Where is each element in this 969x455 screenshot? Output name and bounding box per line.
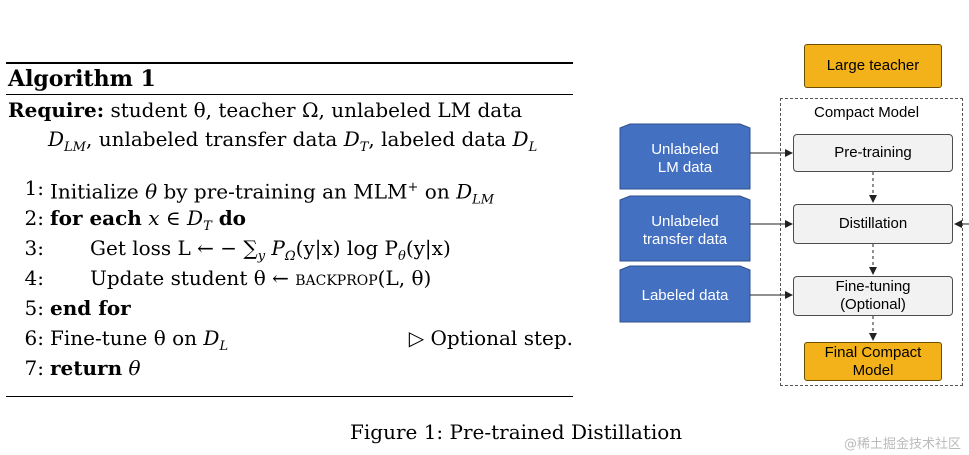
compact-model-label: Compact Model	[814, 104, 920, 121]
algorithm-block: Algorithm 1 Require: student θ, teacher …	[6, 62, 573, 397]
algorithm-title: Algorithm 1	[8, 66, 156, 92]
watermark: @稀土掘金技术社区	[843, 437, 961, 452]
algorithm-bottom-rule	[6, 396, 573, 397]
algorithm-step-2: 2: for each x ∈ DT do	[24, 206, 247, 234]
pretraining-box: Pre-training	[793, 134, 953, 172]
large-teacher-box: Large teacher	[804, 44, 942, 88]
algorithm-steps: 1: Initialize θ by pre-training an MLM+ …	[6, 173, 573, 383]
unlabeled-transfer-data-box: Unlabeled transfer data	[642, 212, 728, 248]
algorithm-step-6: 6: Fine-tune θ on DL ▷ Optional step.	[6, 323, 573, 354]
algorithm-step-4: 4: Update student θ ← backprop(L, θ)	[24, 266, 432, 290]
compact-model-container	[780, 98, 963, 386]
finetuning-box: Fine-tuning (Optional)	[793, 276, 953, 316]
algorithm-step-7: 7: return θ	[24, 356, 141, 380]
unlabeled-lm-data-box: Unlabeled LM data	[651, 140, 719, 176]
figure-caption: Figure 1: Pre-trained Distillation	[350, 420, 683, 444]
algorithm-title-rule	[6, 94, 573, 95]
step-6-comment: ▷ Optional step.	[408, 326, 573, 350]
labeled-data-shape	[619, 265, 751, 323]
algorithm-require: Require: student θ, teacher Ω, unlabeled…	[6, 96, 573, 162]
algorithm-step-1: 1: Initialize θ by pre-training an MLM+ …	[24, 176, 495, 208]
unlabeled-transfer-data-shape	[619, 195, 751, 262]
algorithm-top-rule	[6, 62, 573, 64]
labeled-data-box: Labeled data	[641, 287, 729, 304]
require-keyword: Require:	[8, 98, 105, 122]
require-line1: student θ, teacher Ω, unlabeled LM data	[104, 98, 523, 122]
final-compact-model-box: Final Compact Model	[804, 342, 942, 381]
algorithm-step-5: 5: end for	[24, 296, 131, 320]
require-line2: DLM, unlabeled transfer data DT, labeled…	[48, 127, 538, 155]
algorithm-step-3: 3: Get loss L ← − ∑y PΩ(y|x) log Pθ(y|x)	[24, 236, 451, 264]
unlabeled-lm-data-shape	[619, 123, 751, 190]
distillation-box: Distillation	[793, 204, 953, 244]
